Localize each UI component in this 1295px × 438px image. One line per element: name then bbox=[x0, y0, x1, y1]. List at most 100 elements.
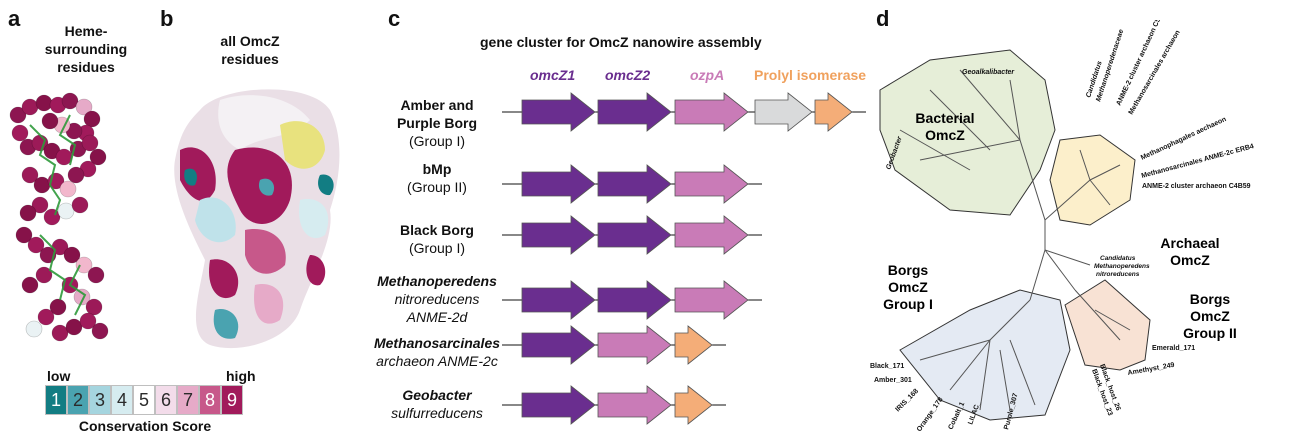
residue-sphere bbox=[11, 124, 29, 142]
clade-bacterial-label: Bacterial bbox=[915, 110, 974, 126]
organism-amber-purple-borg: Amber and Purple Borg (Group I) bbox=[362, 96, 512, 150]
organism-geobacter: Geobacter sulfurreducens bbox=[362, 386, 512, 422]
leaf-label: Orange_178 bbox=[916, 396, 945, 433]
panel-a-title-line: Heme- bbox=[64, 23, 108, 39]
residue-sphere bbox=[81, 134, 99, 152]
scale-cell: 7 bbox=[177, 385, 199, 415]
scale-cell: 1 bbox=[45, 385, 67, 415]
panel-b-label: b bbox=[160, 6, 174, 31]
gene-arrow-ozpa bbox=[597, 385, 672, 425]
gene-arrow-omcz1 bbox=[521, 280, 596, 320]
leaf-label: IRIS_168 bbox=[894, 388, 920, 414]
residue-sphere bbox=[57, 202, 75, 220]
scale-cell: 2 bbox=[67, 385, 89, 415]
panel-c-label: c bbox=[388, 6, 401, 31]
residue-sphere bbox=[89, 148, 107, 166]
residue-sphere bbox=[25, 320, 43, 338]
gene-header-prolyl-isomerase: Prolyl isomerase bbox=[754, 67, 867, 83]
residue-sphere bbox=[65, 318, 83, 336]
gene-arrow-ozpa bbox=[674, 92, 749, 132]
scale-cell: 3 bbox=[89, 385, 111, 415]
gene-arrows bbox=[502, 92, 866, 425]
gene-arrow-ozpa bbox=[674, 280, 749, 320]
gene-arrow-prolyl bbox=[814, 92, 853, 132]
residue-sphere bbox=[79, 312, 97, 330]
organism-methanoperedens: Methanoperedens nitroreducens ANME-2d bbox=[362, 272, 512, 326]
gene-arrow-omcz1 bbox=[521, 325, 596, 365]
residue-sphere bbox=[85, 298, 103, 316]
gene-arrow-prolyl bbox=[674, 325, 713, 365]
clade-borgs1-polygon bbox=[899, 289, 1071, 421]
organism-name: archaeon ANME-2c bbox=[376, 353, 498, 369]
clade-borgs2-label: Borgs bbox=[1190, 291, 1231, 307]
organism-name: Black Borg bbox=[400, 222, 474, 238]
organism-name: Amber and bbox=[400, 97, 474, 113]
residue-sphere bbox=[51, 324, 69, 342]
residue-sphere bbox=[59, 180, 77, 198]
residue-sphere bbox=[67, 166, 85, 184]
gene-arrow-hypothetical bbox=[754, 92, 813, 132]
residue-sphere bbox=[15, 226, 33, 244]
organism-name: bMp bbox=[422, 161, 452, 177]
leaf-label: Cobalt_1 bbox=[947, 401, 966, 431]
panel-b-title-line: residues bbox=[221, 51, 279, 67]
gene-arrow-ozpa bbox=[597, 325, 672, 365]
organism-name: sulfurreducens bbox=[391, 405, 483, 421]
panel-a-title-line: surrounding bbox=[44, 41, 128, 57]
scale-high-label: high bbox=[226, 368, 256, 384]
leaf-label: Amber_301 bbox=[874, 377, 912, 384]
scale-cell: 8 bbox=[199, 385, 221, 415]
panel-a-label: a bbox=[8, 6, 21, 31]
residue-sphere bbox=[37, 308, 55, 326]
panel-d-label: d bbox=[876, 6, 890, 31]
panel-a-title-line: residues bbox=[57, 59, 115, 75]
organism-group: (Group I) bbox=[408, 133, 465, 149]
residue-sphere bbox=[75, 98, 93, 116]
organism-name: Methanosarcinales bbox=[373, 335, 501, 351]
leaf-label: Candidatus bbox=[1100, 255, 1136, 262]
panel-c-title: gene cluster for OmcZ nanowire assembly bbox=[480, 34, 762, 50]
heme-residues-structure bbox=[9, 92, 109, 342]
gene-arrow-omcz2 bbox=[597, 164, 672, 204]
phylogenetic-tree: Bacterial OmcZ Archaeal OmcZ Borgs OmcZ … bbox=[870, 20, 1255, 433]
residue-sphere bbox=[43, 208, 61, 226]
scale-cell: 6 bbox=[155, 385, 177, 415]
organism-group: (Group I) bbox=[408, 240, 465, 256]
clade-archaeal-label: Archaeal bbox=[1160, 235, 1219, 251]
clade-archaeal-label: OmcZ bbox=[1170, 252, 1210, 268]
residue-sphere bbox=[61, 92, 79, 110]
gene-header-omcz2: omcZ2 bbox=[605, 67, 651, 83]
conservation-scale: 1 2 3 4 5 6 7 8 9 bbox=[45, 385, 243, 415]
residue-sphere bbox=[71, 196, 89, 214]
residue-sphere bbox=[21, 276, 39, 294]
gene-arrow-ozpa bbox=[674, 164, 749, 204]
residue-sphere bbox=[49, 298, 67, 316]
residue-sphere bbox=[87, 266, 105, 284]
organism-methanosarcinales: Methanosarcinales archaeon ANME-2c bbox=[362, 334, 512, 370]
organism-group: (Group II) bbox=[407, 179, 467, 195]
scale-caption: Conservation Score bbox=[78, 418, 212, 434]
residue-sphere bbox=[21, 166, 39, 184]
clade-borgs2-label: Group II bbox=[1183, 325, 1237, 341]
scale-low-label: low bbox=[47, 368, 71, 384]
organism-bmp: bMp (Group II) bbox=[362, 160, 512, 196]
panel-b-title-line: all OmcZ bbox=[220, 33, 280, 49]
gene-arrow-omcz2 bbox=[597, 280, 672, 320]
leaf-label: nitroreducens bbox=[1096, 271, 1140, 278]
residue-sphere bbox=[75, 256, 93, 274]
scale-cell: 4 bbox=[111, 385, 133, 415]
gene-arrow-omcz1 bbox=[521, 385, 596, 425]
residue-sphere bbox=[73, 288, 91, 306]
residue-sphere bbox=[83, 110, 101, 128]
organism-name: Purple Borg bbox=[396, 115, 478, 131]
residue-sphere bbox=[21, 98, 39, 116]
clade-borgs1-label: Group I bbox=[883, 296, 933, 312]
gene-arrow-omcz2 bbox=[597, 215, 672, 255]
clade-borgs1-label: OmcZ bbox=[888, 279, 928, 295]
leaf-label: ANME-2 cluster archaeon C4B59 bbox=[1142, 183, 1251, 190]
omcz-surface-structure bbox=[174, 89, 340, 349]
residue-sphere bbox=[35, 94, 53, 112]
organism-name: nitroreducens bbox=[394, 291, 480, 307]
organism-name: Methanoperedens bbox=[377, 273, 497, 289]
clade-borgs1-label: Borgs bbox=[888, 262, 929, 278]
